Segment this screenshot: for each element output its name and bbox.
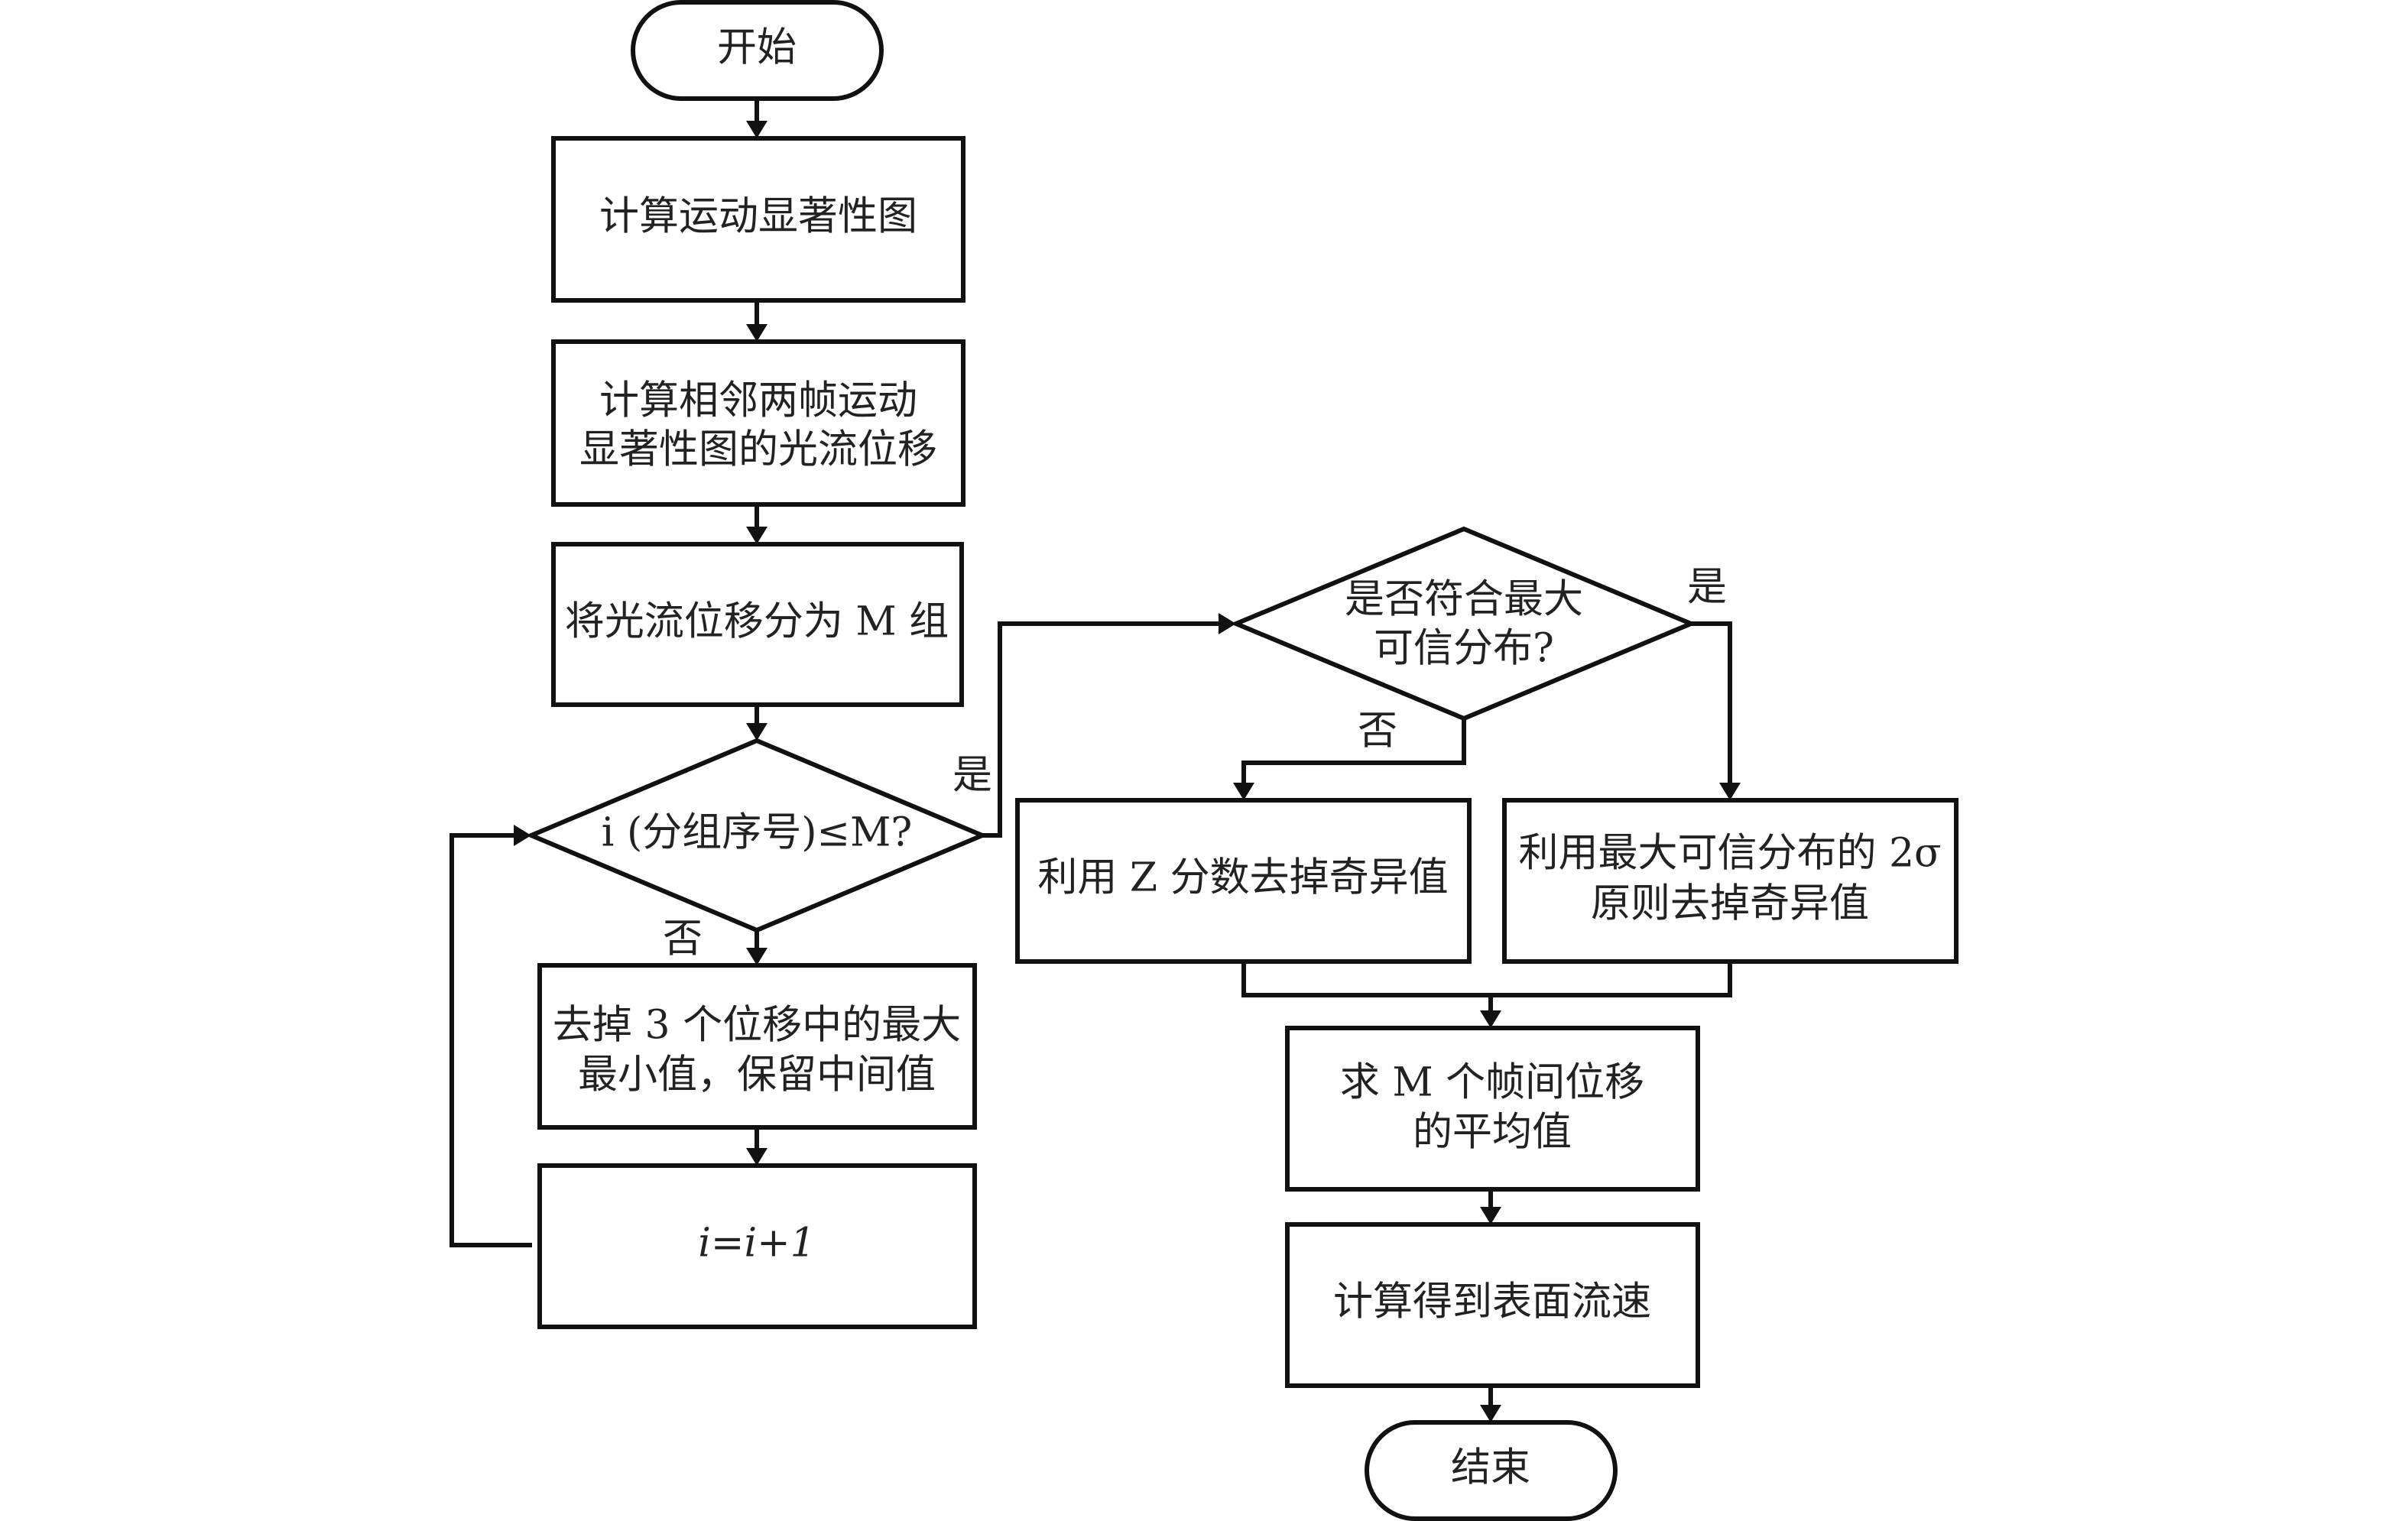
node-text: 开始 — [717, 25, 797, 71]
process-shape — [1285, 1222, 1700, 1388]
node-loop-check: i (分组序号)≤M? — [525, 738, 988, 933]
node-text: 显著性图的光流位移 — [579, 427, 937, 473]
node-average: 求 M 个帧间位移 的平均值 — [1285, 1026, 1700, 1192]
branch-label-dist-yes: 是 — [1687, 565, 1727, 611]
node-text: 最小值，保留中间值 — [578, 1052, 936, 1098]
node-text: 利用最大可信分布的 2σ — [1518, 831, 1941, 877]
node-text: 可信分布? — [1374, 626, 1554, 672]
process-shape — [1502, 798, 1959, 964]
node-median-filter: 去掉 3 个位移中的最大 最小值，保留中间值 — [537, 963, 977, 1130]
node-zscore-filter: 利用 Z 分数去掉奇异值 — [1015, 798, 1472, 964]
node-distribution-check: 是否符合最大 可信分布? — [1230, 526, 1697, 722]
connectors — [449, 99, 1741, 1422]
branch-label-loop-no: 否 — [663, 916, 703, 962]
process-shape — [551, 136, 965, 303]
decision-shape — [1230, 526, 1697, 722]
node-start: 开始 — [631, 0, 884, 101]
node-text: 计算运动显著性图 — [599, 194, 917, 240]
node-sigma-filter: 利用最大可信分布的 2σ 原则去掉奇异值 — [1502, 798, 1959, 964]
arrow-icon — [1480, 1010, 1501, 1028]
arrow-icon — [1480, 1207, 1501, 1224]
terminator-shape — [1365, 1420, 1618, 1521]
node-text: 的平均值 — [1413, 1110, 1572, 1156]
arrow-icon — [1480, 1405, 1501, 1422]
node-text: 将光流位移分为 M 组 — [565, 599, 949, 645]
node-text: 是否符合最大 — [1345, 577, 1583, 623]
arrow-icon — [514, 825, 531, 846]
branch-label-loop-yes: 是 — [952, 753, 992, 799]
process-shape — [537, 963, 977, 1130]
arrow-icon — [746, 121, 768, 138]
node-surface-velocity: 计算得到表面流速 — [1285, 1222, 1700, 1388]
node-split-groups: 将光流位移分为 M 组 — [551, 542, 964, 707]
node-optical-flow: 计算相邻两帧运动 显著性图的光流位移 — [551, 339, 965, 507]
arrow-icon — [746, 723, 768, 741]
arrow-icon — [746, 527, 768, 544]
process-shape — [551, 542, 964, 707]
terminator-shape — [631, 0, 884, 101]
node-increment: i=i+1 — [537, 1163, 977, 1329]
arrow-icon — [1219, 613, 1236, 634]
edge-increment-loopback — [449, 833, 532, 1247]
decision-shape — [525, 738, 988, 933]
node-compute-saliency: 计算运动显著性图 — [551, 136, 965, 303]
node-end: 结束 — [1365, 1420, 1618, 1521]
node-text: i=i+1 — [698, 1221, 816, 1266]
arrow-icon — [1719, 783, 1741, 800]
edge-merge — [1241, 962, 1732, 997]
node-text: 原则去掉奇异值 — [1591, 881, 1869, 927]
node-text: i (分组序号)≤M? — [602, 810, 912, 856]
node-text: 计算得到表面流速 — [1333, 1279, 1651, 1325]
node-text: 利用 Z 分数去掉奇异值 — [1037, 855, 1448, 901]
edge-loopcheck-yes — [982, 621, 1220, 838]
process-shape — [1015, 798, 1472, 964]
arrow-icon — [746, 1148, 768, 1166]
arrow-icon — [746, 324, 768, 342]
arrow-icon — [1233, 783, 1254, 800]
edge-dist-no — [1241, 718, 1466, 784]
process-shape — [537, 1163, 977, 1329]
process-shape — [1285, 1026, 1700, 1192]
process-shape — [551, 339, 965, 507]
node-text: 去掉 3 个位移中的最大 — [553, 1003, 961, 1049]
arrow-icon — [746, 948, 768, 965]
node-text: 求 M 个帧间位移 — [1340, 1060, 1644, 1106]
node-text: 计算相邻两帧运动 — [599, 378, 917, 424]
edge-dist-yes — [1691, 621, 1732, 784]
node-text: 结束 — [1451, 1445, 1530, 1491]
branch-label-dist-no: 否 — [1358, 709, 1397, 754]
